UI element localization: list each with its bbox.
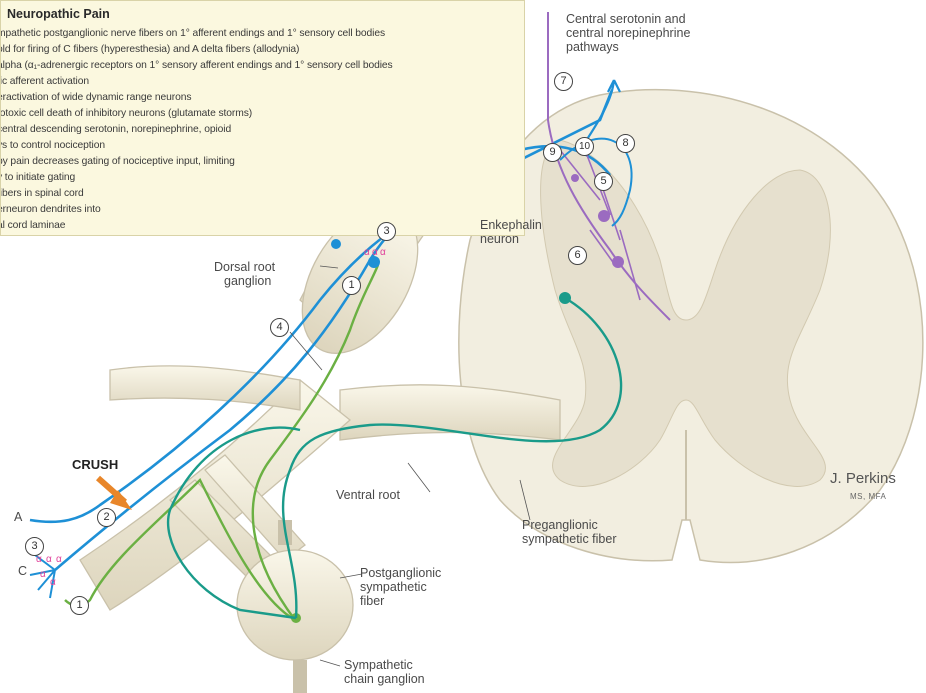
dorsal-root-label: Dorsal root ganglion bbox=[214, 260, 275, 288]
label-line: Dorsal root bbox=[214, 260, 275, 274]
preganglionic-label: Preganglionic sympathetic fiber bbox=[522, 518, 616, 546]
crush-label: CRUSH bbox=[72, 457, 118, 472]
legend-line: old for firing of C fibers (hyperesthesi… bbox=[0, 44, 299, 55]
alpha-receptor-marker: α bbox=[372, 246, 378, 260]
legend-line: totoxic cell death of inhibitory neurons… bbox=[0, 108, 252, 119]
label-line: Central serotonin and bbox=[566, 12, 690, 26]
dorsal-horn-neuron bbox=[612, 256, 624, 268]
legend-line: fibers in spinal cord bbox=[0, 188, 84, 199]
legend-box: Neuropathic Pain mpathetic postganglioni… bbox=[0, 0, 525, 236]
legend-line: eractivation of wide dynamic range neuro… bbox=[0, 92, 191, 103]
callout-number: 1 bbox=[342, 276, 361, 295]
alpha-receptor-marker: α bbox=[380, 246, 386, 260]
alpha-receptor-marker: α bbox=[56, 553, 62, 567]
callout-number: 1 bbox=[70, 596, 89, 615]
spinal-terminal-1 bbox=[571, 174, 579, 182]
label-line: central norepinephrine bbox=[566, 26, 690, 40]
legend-title: Neuropathic Pain bbox=[7, 7, 110, 21]
central-pathways-label: Central serotonin and central norepineph… bbox=[566, 12, 690, 54]
legend-line: erneuron dendrites into bbox=[0, 204, 101, 215]
label-line: Postganglionic bbox=[360, 566, 441, 580]
legend-line: al cord laminae bbox=[0, 220, 65, 231]
sympathetic-chain-ganglion bbox=[237, 550, 353, 660]
label-line: chain ganglion bbox=[344, 672, 425, 686]
legend-line: alpha (α₁-adrenergic receptors on 1° sen… bbox=[0, 60, 393, 71]
chain-ganglion-label: Sympathetic chain ganglion bbox=[344, 658, 425, 686]
callout-number: 8 bbox=[616, 134, 635, 153]
artist-credentials: MS, MFA bbox=[850, 492, 886, 501]
alpha-receptor-marker: α bbox=[40, 568, 46, 582]
callout-number: 6 bbox=[568, 246, 587, 265]
legend-line: y to initiate gating bbox=[0, 172, 75, 183]
callout-number: 7 bbox=[554, 72, 573, 91]
callout-number: 9 bbox=[543, 143, 562, 162]
legend-line: central descending serotonin, norepineph… bbox=[0, 124, 231, 135]
legend-line: mpathetic postganglionic nerve fibers on… bbox=[0, 28, 385, 39]
enkephalin-neuron bbox=[598, 210, 610, 222]
callout-number: 3 bbox=[25, 537, 44, 556]
preganglionic-cell-body bbox=[559, 292, 571, 304]
label-line: pathways bbox=[566, 40, 690, 54]
legend-line: by pain decreases gating of nociceptive … bbox=[0, 156, 235, 167]
label-line: ganglion bbox=[214, 274, 275, 288]
callout-number: 4 bbox=[270, 318, 289, 337]
enkephalin-label: Enkephalin neuron bbox=[480, 218, 542, 246]
artist-signature: J. Perkins bbox=[830, 470, 896, 487]
fiber-c-label: C bbox=[18, 564, 27, 578]
label-line: sympathetic fiber bbox=[522, 532, 616, 546]
alpha-receptor-marker: α bbox=[46, 553, 52, 567]
callout-number: 3 bbox=[377, 222, 396, 241]
alpha-receptor-marker: α bbox=[364, 246, 370, 260]
afferent-cell-body-2 bbox=[331, 239, 341, 249]
label-line: fiber bbox=[360, 594, 441, 608]
fiber-a-label: A bbox=[14, 510, 22, 524]
alpha-receptor-marker: α bbox=[50, 576, 56, 590]
postganglionic-label: Postganglionic sympathetic fiber bbox=[360, 566, 441, 608]
legend-line: ys to control nociception bbox=[0, 140, 105, 151]
label-line: Sympathetic bbox=[344, 658, 425, 672]
callout-number: 10 bbox=[575, 137, 594, 156]
dorsal-ramus bbox=[110, 366, 300, 410]
ventral-root-label: Ventral root bbox=[336, 488, 400, 502]
callout-number: 5 bbox=[594, 172, 613, 191]
label-line: sympathetic bbox=[360, 580, 441, 594]
legend-line: tic afferent activation bbox=[0, 76, 89, 87]
label-line: Preganglionic bbox=[522, 518, 616, 532]
label-line: Enkephalin bbox=[480, 218, 542, 232]
label-line: neuron bbox=[480, 232, 542, 246]
callout-number: 2 bbox=[97, 508, 116, 527]
